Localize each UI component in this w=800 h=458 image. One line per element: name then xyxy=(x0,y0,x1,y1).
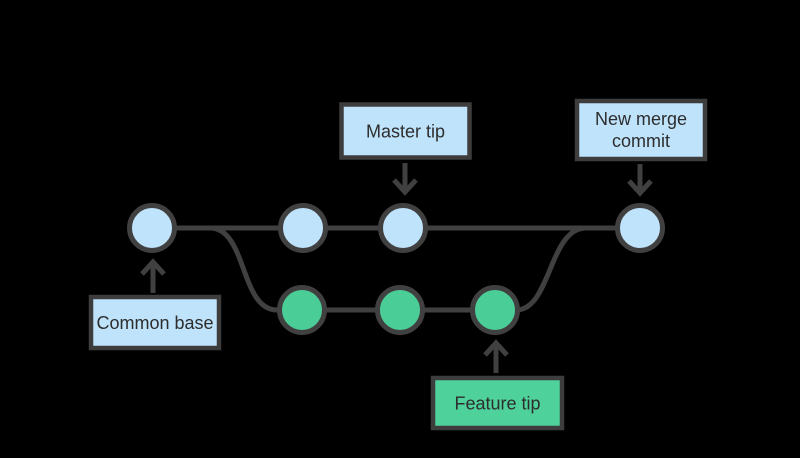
master-tip-label-text: Master tip xyxy=(366,122,445,142)
feature-tip-arrow-up-icon xyxy=(483,339,509,373)
new-merge-commit-label-line2: commit xyxy=(612,131,670,151)
commit-feature-1 xyxy=(277,285,327,335)
new-merge-commit-label-box xyxy=(574,98,708,162)
arrow-head xyxy=(392,178,418,196)
common-base-label: Common base xyxy=(88,294,222,351)
arrow-head xyxy=(627,179,653,197)
new-merge-arrow-down-icon xyxy=(627,164,653,197)
commit-master-2 xyxy=(278,203,328,253)
new-merge-commit-label: New merge commit xyxy=(574,98,708,162)
arrow-head xyxy=(483,339,509,357)
feature-tip-label-box xyxy=(430,375,565,431)
merge-in-curve xyxy=(515,225,587,313)
new-merge-commit-label-line1: New merge xyxy=(595,109,687,129)
common-base-arrow-up-icon xyxy=(140,258,166,293)
commit-master-tip xyxy=(378,203,428,253)
commit-feature-2 xyxy=(375,285,425,335)
feature-tip-label: Feature tip xyxy=(430,375,565,431)
branch-out-curve xyxy=(209,225,278,313)
commit-feature-tip xyxy=(470,285,520,335)
arrow-head xyxy=(140,258,166,276)
master-tip-label-box xyxy=(339,102,472,160)
master-tip-arrow-down-icon xyxy=(392,163,418,196)
commit-common-base xyxy=(127,203,177,253)
common-base-label-text: Common base xyxy=(96,313,213,333)
common-base-label-box xyxy=(88,294,222,351)
feature-tip-label-text: Feature tip xyxy=(454,394,540,414)
commit-new-merge xyxy=(615,203,665,253)
master-tip-label: Master tip xyxy=(339,102,472,160)
